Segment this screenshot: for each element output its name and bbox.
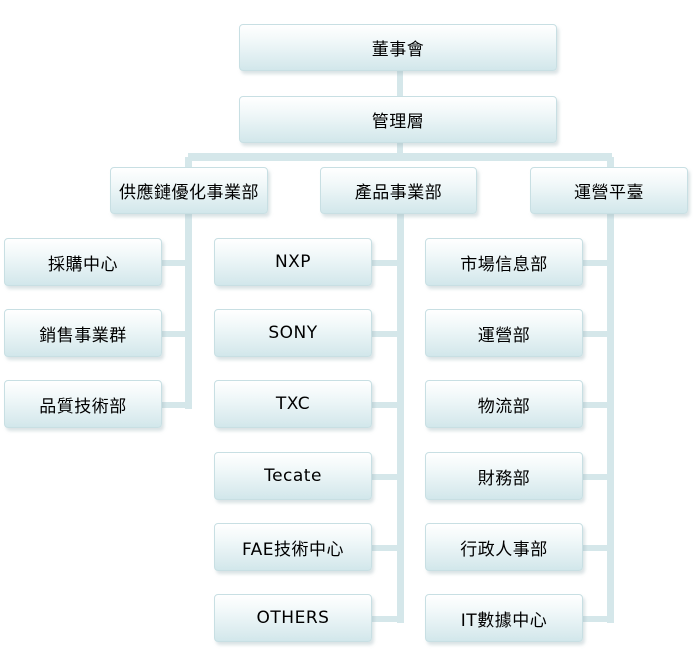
- unit-market-info: 市場信息部: [425, 238, 583, 286]
- unit-sales-group: 銷售事業群: [4, 309, 162, 357]
- unit-quality-tech: 品質技術部: [4, 380, 162, 428]
- connector-branch: [370, 616, 402, 622]
- connector-division-bar: [188, 153, 612, 161]
- unit-finance: 財務部: [425, 452, 583, 500]
- division-operations: 運營平臺: [530, 167, 688, 214]
- connector-branch: [370, 402, 402, 408]
- connector-branch: [580, 402, 612, 408]
- division-product: 產品事業部: [320, 167, 477, 214]
- connector-branch: [370, 331, 402, 337]
- connector-branch: [370, 545, 402, 551]
- division-supply-chain: 供應鏈優化事業部: [110, 167, 268, 214]
- connector-branch: [580, 545, 612, 551]
- board-node: 董事會: [239, 24, 557, 71]
- connector-branch: [580, 331, 612, 337]
- management-node: 管理層: [239, 96, 557, 143]
- connector-branch: [160, 402, 190, 408]
- unit-txc: TXC: [214, 380, 372, 428]
- unit-logistics: 物流部: [425, 380, 583, 428]
- connector-supply-chain-spine: [185, 212, 192, 409]
- connector-branch: [580, 474, 612, 480]
- unit-tecate: Tecate: [214, 452, 372, 500]
- unit-fae-tech-center: FAE技術中心: [214, 523, 372, 571]
- unit-others: OTHERS: [214, 594, 372, 642]
- unit-procurement-center: 採購中心: [4, 238, 162, 286]
- connector-branch: [370, 260, 402, 266]
- connector-product-spine: [397, 212, 404, 623]
- unit-admin-hr: 行政人事部: [425, 523, 583, 571]
- unit-it-data-center: IT數據中心: [425, 594, 583, 642]
- connector-board-management: [397, 70, 403, 97]
- connector-branch: [160, 260, 190, 266]
- unit-operations-dept: 運營部: [425, 309, 583, 357]
- connector-operations-spine: [607, 212, 614, 623]
- unit-sony: SONY: [214, 309, 372, 357]
- connector-branch: [580, 616, 612, 622]
- connector-branch: [580, 260, 612, 266]
- connector-branch: [370, 474, 402, 480]
- connector-management-trunk: [397, 141, 403, 157]
- unit-nxp: NXP: [214, 238, 372, 286]
- connector-branch: [160, 331, 190, 337]
